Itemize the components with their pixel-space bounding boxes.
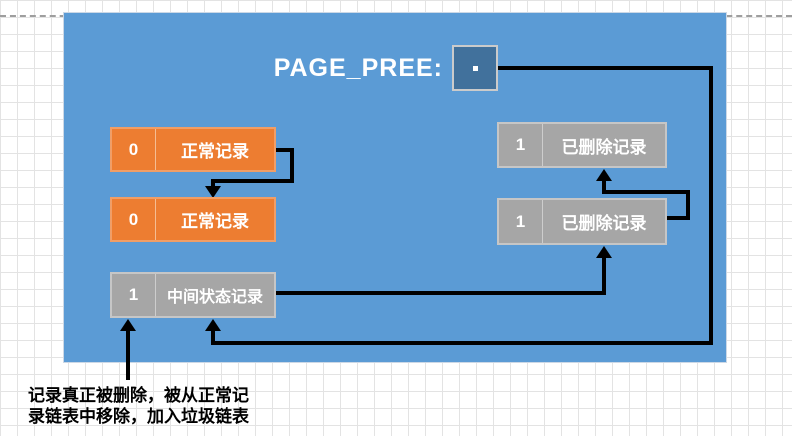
page-free-pointer-box [452, 45, 498, 91]
connector-line [686, 190, 690, 220]
record-flag-cell: 1 [499, 124, 543, 166]
connector-line [498, 66, 713, 70]
connector-line [602, 190, 690, 194]
connector-line [667, 216, 690, 220]
annotation-text: 记录真正被删除，被从正常记 录链表中移除，加入垃圾链表 [28, 385, 249, 427]
record-flag-cell: 1 [112, 274, 156, 316]
arrow-head-up-icon [596, 169, 612, 181]
record-label-cell: 已删除记录 [561, 137, 647, 157]
annotation-line-1: 记录真正被删除，被从正常记 [28, 386, 249, 405]
connector-line [602, 181, 606, 190]
record-box-normal-2: 0 正常记录 [110, 197, 276, 242]
record-label-cell: 已删除记录 [561, 214, 647, 233]
record-box-deleted-1: 1 已删除记录 [497, 122, 667, 168]
record-label-cell: 正常记录 [181, 142, 249, 161]
record-box-deleted-2: 1 已删除记录 [497, 198, 667, 245]
connector-line [211, 179, 294, 183]
record-label-cell: 正常记录 [181, 212, 249, 231]
arrow-head-up-icon [596, 246, 612, 258]
pointer-dot-icon [472, 65, 478, 71]
connector-line [276, 291, 606, 295]
arrow-head-down-icon [205, 186, 221, 198]
connector-line [290, 148, 294, 183]
annotation-line-2: 录链表中移除，加入垃圾链表 [28, 407, 249, 426]
record-box-intermediate: 1 中间状态记录 [110, 272, 276, 318]
connector-line [211, 330, 215, 341]
connector-line [602, 257, 606, 295]
arrow-head-up-icon [120, 319, 136, 331]
record-flag-cell: 0 [112, 129, 156, 170]
record-flag-cell: 1 [499, 200, 543, 243]
connector-line [709, 66, 713, 345]
connector-line [276, 148, 294, 152]
record-flag-cell: 0 [112, 199, 156, 240]
record-box-normal-1: 0 正常记录 [110, 127, 276, 172]
record-label-cell: 中间状态记录 [166, 289, 263, 306]
connector-line [126, 331, 130, 380]
arrow-head-up-icon [205, 319, 221, 331]
page-free-title: PAGE_PREE: [273, 54, 443, 82]
connector-line [211, 341, 713, 345]
